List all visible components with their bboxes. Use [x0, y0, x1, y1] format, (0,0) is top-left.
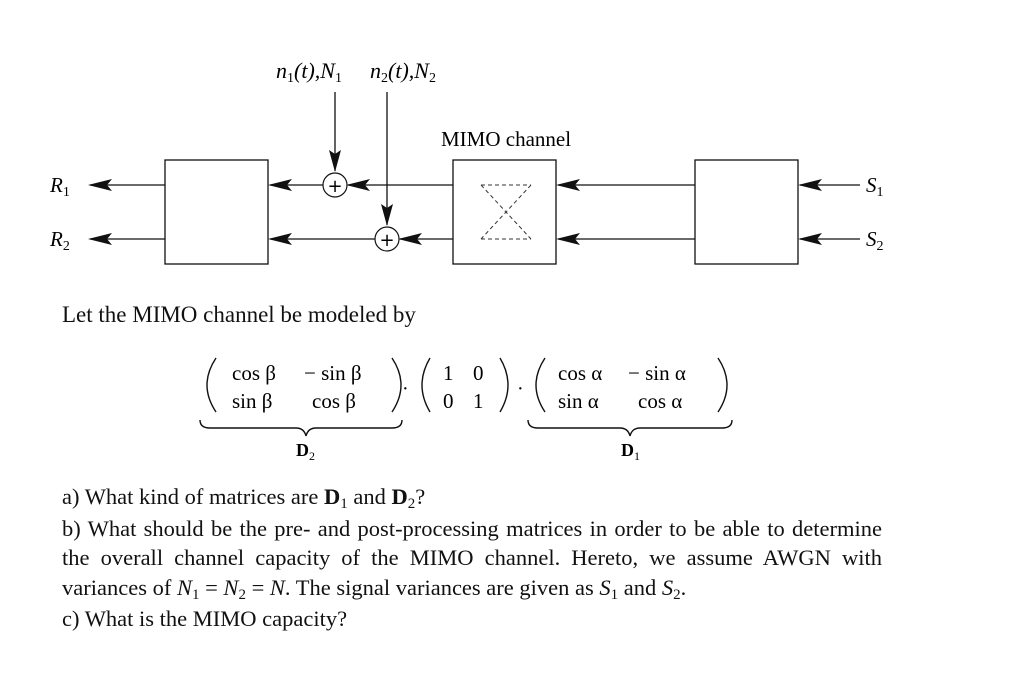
question-b: b) What should be the pre- and post-proc… [62, 515, 882, 603]
matrix-d1: cos α − sin α sin α cos α [535, 357, 728, 413]
matrix-d2: cos β − sin β sin β cos β [206, 357, 402, 413]
model-intro: Let the MIMO channel be modeled by [62, 302, 416, 327]
d1-cell-12: − sin α [628, 361, 686, 385]
underbrace-d1 [527, 419, 733, 437]
identity-cell-11: 1 [443, 361, 454, 385]
questions: a) What kind of matrices are D1 and D2? … [62, 482, 882, 636]
noise-label-2: n2(t),N2 [370, 58, 436, 86]
identity-cell-12: 0 [473, 361, 484, 385]
d2-cell-11: cos β [232, 361, 276, 385]
d2-cell-12: − sin β [304, 361, 362, 385]
label-d2: D2 [296, 440, 315, 463]
noise-label-1: n1(t),N1 [276, 58, 342, 86]
identity-cell-22: 1 [473, 389, 484, 413]
adder-2-symbol: + [379, 230, 394, 251]
dot-2: · [517, 378, 524, 400]
d1-cell-22: cos α [638, 389, 682, 413]
receiver-label-r2: R2 [49, 227, 70, 254]
post-processing-block [164, 159, 269, 265]
receiver-label-r1: R1 [49, 173, 70, 200]
mimo-channel-block [452, 159, 557, 265]
d1-cell-21: sin α [558, 389, 599, 413]
d1-cell-11: cos α [558, 361, 602, 385]
noise-arrowhead-1 [329, 150, 341, 172]
source-label-s1: S1 [866, 173, 884, 200]
question-c: c) What is the MIMO capacity? [62, 606, 348, 631]
underbrace-d2 [199, 419, 403, 437]
identity-cell-21: 0 [443, 389, 454, 413]
mimo-block-diagram: n1(t),N1 n2(t),N2 MIMO channel + + R1 R2… [49, 58, 884, 265]
pre-processing-block [694, 159, 799, 265]
label-d1: D1 [621, 440, 640, 463]
source-label-s2: S2 [866, 227, 884, 254]
adder-1-symbol: + [327, 176, 342, 197]
dot-1: · [402, 378, 409, 400]
d2-cell-22: cos β [312, 389, 356, 413]
matrix-identity: 1 0 0 1 [421, 357, 509, 413]
mimo-channel-label: MIMO channel [441, 127, 571, 151]
noise-arrowhead-2 [381, 204, 393, 226]
channel-crossing-pattern [480, 184, 532, 240]
matrix-product: cos β − sin β sin β cos β · 1 0 0 1 · co… [199, 357, 733, 463]
question-a: a) What kind of matrices are D1 and D2? [62, 484, 426, 512]
d2-cell-21: sin β [232, 389, 272, 413]
